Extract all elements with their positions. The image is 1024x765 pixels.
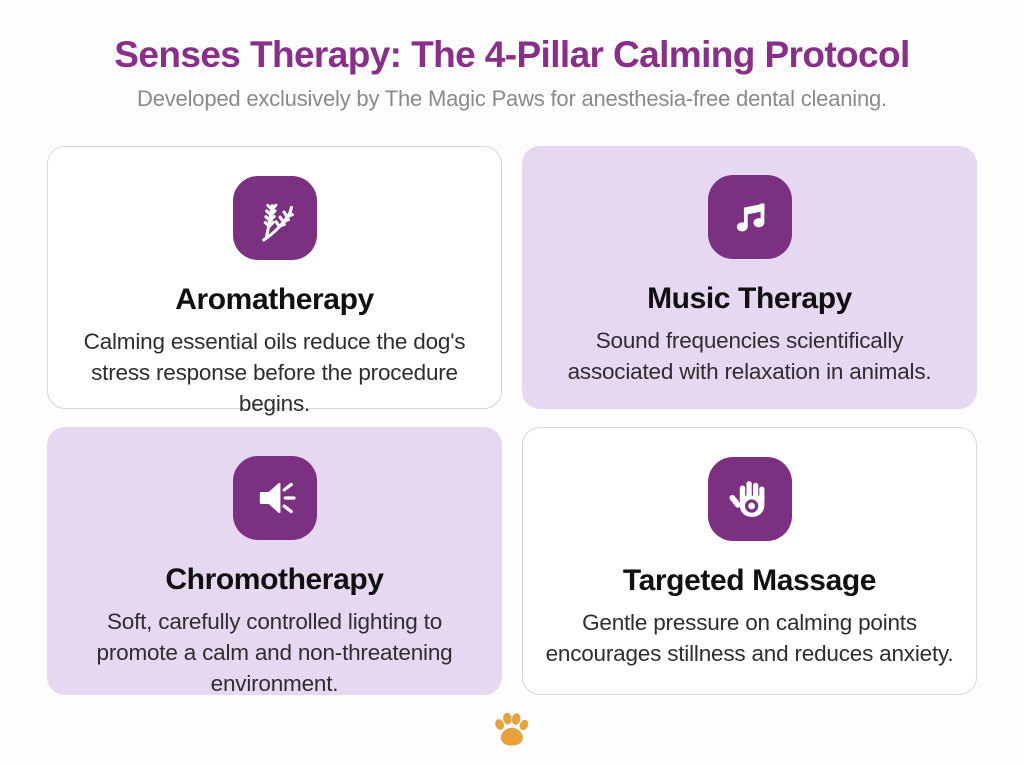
massage-icon-tile [707, 457, 792, 541]
hand-pressure-point-icon [729, 481, 764, 517]
footer [0, 708, 1024, 752]
card-body: Gentle pressure on calming points encour… [545, 610, 954, 666]
paw-icon [495, 712, 529, 746]
card-title: Chromotherapy [165, 563, 384, 596]
card-targeted-massage: Targeted Massage Gentle pressure on calm… [522, 427, 977, 695]
chromotherapy-icon-tile [232, 456, 317, 540]
card-title: Targeted Massage [622, 564, 877, 597]
lavender-sprig-icon [261, 203, 294, 242]
pillar-grid: Aromatherapy Calming essential oils redu… [47, 146, 977, 696]
page-subtitle: Developed exclusively by The Magic Paws … [137, 86, 887, 111]
card-body: Sound frequencies scientifically associa… [567, 328, 932, 384]
speaker-icon [259, 482, 296, 514]
card-title: Music Therapy [647, 282, 852, 315]
music-icon-tile [707, 175, 792, 259]
card-body: Soft, carefully controlled lighting to p… [96, 609, 453, 696]
card-music-therapy: Music Therapy Sound frequencies scientif… [522, 146, 977, 409]
page-title: Senses Therapy: The 4-Pillar Calming Pro… [114, 34, 910, 75]
card-title: Aromatherapy [175, 283, 374, 316]
card-aromatherapy: Aromatherapy Calming essential oils redu… [47, 146, 502, 416]
page-header: Senses Therapy: The 4-Pillar Calming Pro… [0, 0, 1024, 112]
music-note-icon [736, 203, 764, 232]
card-body: Calming essential oils reduce the dog's … [83, 329, 466, 416]
aromatherapy-icon-tile [232, 176, 317, 260]
card-chromotherapy: Chromotherapy Soft, carefully controlled… [47, 427, 502, 696]
